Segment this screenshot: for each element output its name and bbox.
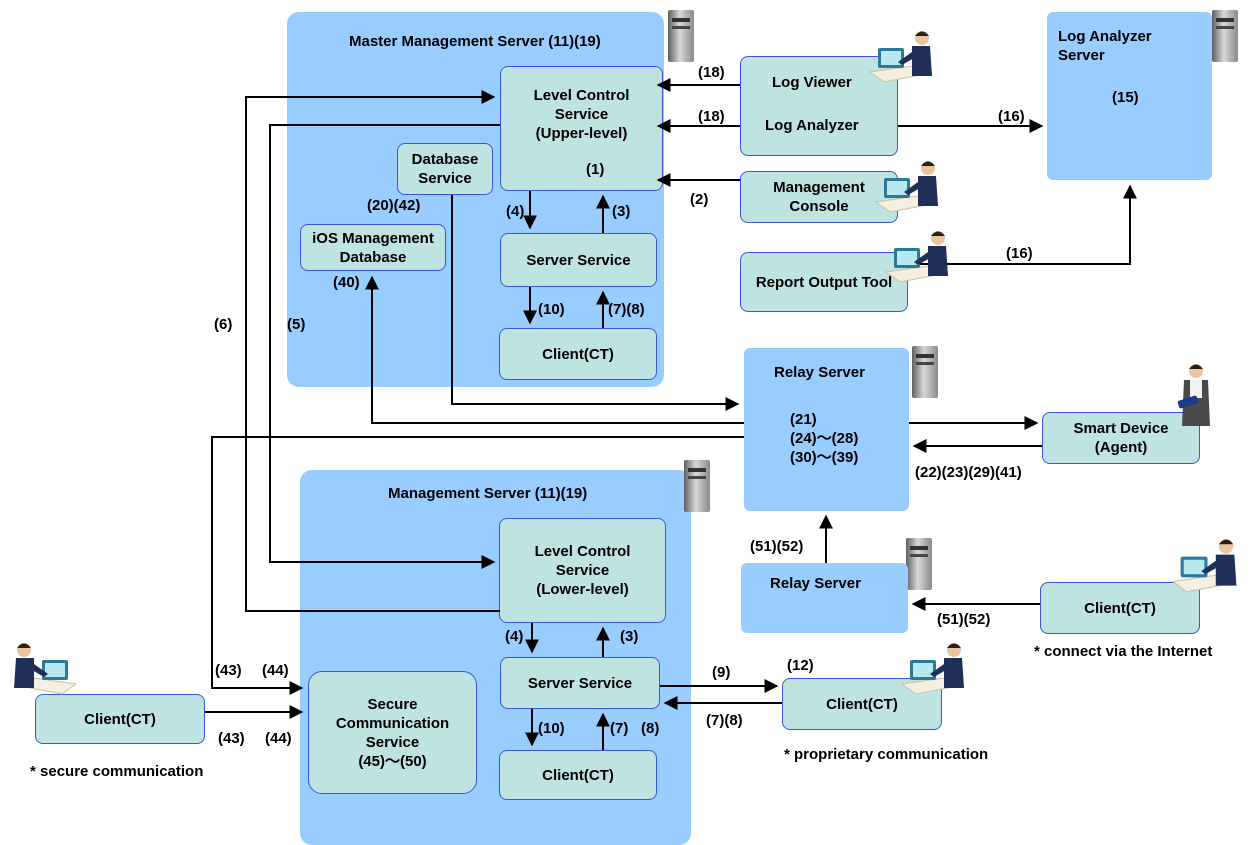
label-5: (5) [287, 316, 306, 333]
person-at-computer-icon [1171, 539, 1237, 593]
arrow-5-into-lower [269, 124, 500, 569]
arrow-relay-to-secure [211, 436, 744, 695]
label-20-42: (20)(42) [367, 197, 421, 214]
label-4-mgmt: (4) [505, 628, 524, 645]
label-78-master: (7)(8) [608, 301, 645, 318]
label-3-master: (3) [612, 203, 631, 220]
label-2: (2) [690, 191, 709, 208]
person-at-computer-icon [874, 161, 938, 213]
person-at-computer-icon [868, 31, 932, 83]
log-analyzer-server-tower-icon [1212, 10, 1238, 62]
client-master-box: Client(CT) [499, 328, 657, 380]
master-server-tower-icon [668, 10, 694, 62]
server-service-mgmt-box: Server Service [500, 657, 660, 709]
note-connect-via-internet: * connect via the Internet [1034, 643, 1213, 660]
relay-server-bottom-tower-icon [906, 538, 932, 590]
management-console-box: Management Console [740, 171, 898, 223]
arrow-relay-to-ios-db [365, 275, 744, 424]
relay-server-top-label: Relay Server [774, 364, 865, 381]
label-10-mgmt: (10) [538, 720, 565, 737]
relay-server-bottom-panel [741, 563, 908, 633]
client-mgmt-box: Client(CT) [499, 750, 657, 800]
note-secure-communication: * secure communication [30, 763, 204, 780]
secure-communication-service-box: Secure Communication Service (45)〜(50) [308, 671, 477, 794]
label-43-bottom: (43) [218, 730, 245, 747]
label-16-top: (16) [998, 108, 1025, 125]
label-4-master: (4) [506, 203, 525, 220]
arrow-db-to-relay [451, 195, 740, 411]
label-22-23-29-41: (22)(23)(29)(41) [915, 464, 1022, 481]
label-9: (9) [712, 664, 731, 681]
log-analyzer-server-panel [1047, 12, 1212, 180]
management-zone-title: Management Server (11)(19) [388, 485, 588, 502]
label-18-top: (18) [698, 64, 725, 81]
person-at-computer-icon [884, 231, 948, 283]
level-control-lower-box: Level Control Service (Lower-level) [499, 518, 666, 623]
label-40: (40) [333, 274, 360, 291]
person-at-computer-icon [900, 643, 964, 695]
label-6: (6) [214, 316, 233, 333]
label-7-mgmt: (7) [610, 720, 629, 737]
label-18-bottom: (18) [698, 108, 725, 125]
level-control-upper-number: (1) [586, 161, 605, 178]
relay-server-top-numbers: (21) (24)〜(28) (30)〜(39) [790, 411, 859, 466]
client-secure-box: Client(CT) [35, 694, 205, 744]
label-8-mgmt: (8) [641, 720, 660, 737]
client-internet-box: Client(CT) [1040, 582, 1200, 634]
database-service-box: Database Service [397, 143, 493, 195]
management-server-tower-icon [684, 460, 710, 512]
server-service-master-box: Server Service [500, 233, 657, 287]
label-51-52-left: (51)(52) [937, 611, 991, 628]
note-proprietary-communication: * proprietary communication [784, 746, 989, 763]
relay-server-top-panel [744, 348, 909, 511]
smart-device-agent-box: Smart Device (Agent) [1042, 412, 1200, 464]
level-control-upper-box: Level Control Service (Upper-level) [500, 66, 663, 191]
label-12: (12) [787, 657, 814, 674]
label-51-52-up: (51)(52) [750, 538, 804, 555]
label-44-top: (44) [262, 662, 289, 679]
report-output-tool-box: Report Output Tool [740, 252, 908, 312]
label-10-master: (10) [538, 301, 565, 318]
person-at-computer-icon [14, 643, 78, 695]
log-viewer-label: Log Viewer [772, 74, 852, 91]
log-analyzer-server-number: (15) [1112, 89, 1139, 106]
arrow-16-bottom [908, 184, 1137, 265]
label-78-proprietary: (7)(8) [706, 712, 743, 729]
ios-management-database-box: iOS Management Database [300, 224, 446, 271]
label-16-bottom: (16) [1006, 245, 1033, 262]
relay-server-bottom-label: Relay Server [770, 575, 861, 592]
label-3-mgmt: (3) [620, 628, 639, 645]
master-zone-title: Master Management Server (11)(19) [349, 33, 601, 50]
arrow-6-into-upper [245, 90, 500, 612]
log-analyzer-server-label: Log Analyzer Server [1058, 28, 1152, 64]
label-43-top: (43) [215, 662, 242, 679]
log-analyzer-label: Log Analyzer [765, 117, 859, 134]
label-44-bottom: (44) [265, 730, 292, 747]
person-with-tablet-icon [1177, 364, 1210, 426]
relay-server-top-tower-icon [912, 346, 938, 398]
